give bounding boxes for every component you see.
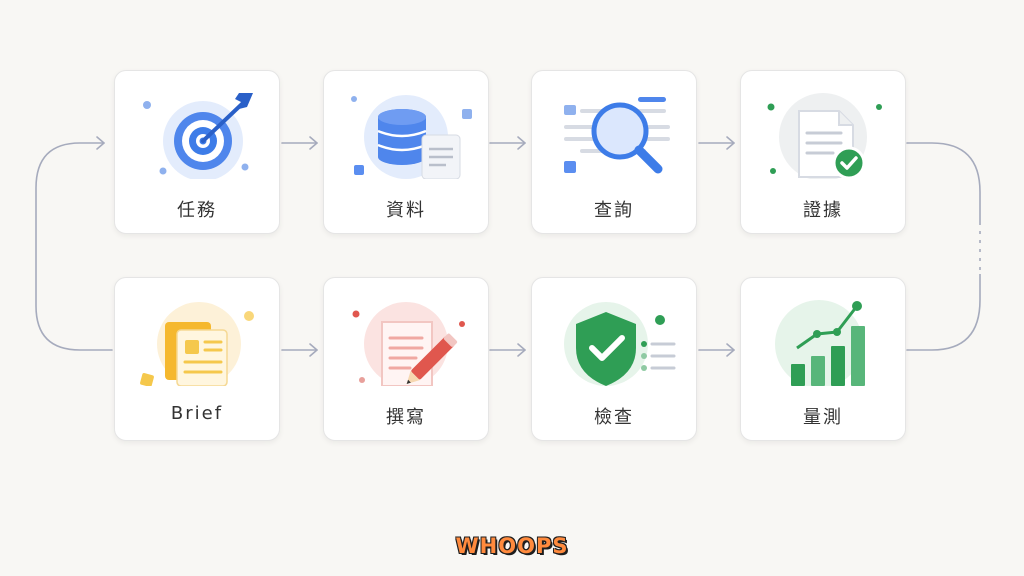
step-card-data[interactable]: 資料	[323, 70, 489, 234]
step-card-check[interactable]: 檢查	[531, 277, 697, 441]
document-pencil-icon	[352, 302, 465, 386]
database-icon	[351, 95, 472, 179]
step-label: 檢查	[594, 407, 634, 428]
step-label: 證據	[803, 200, 843, 221]
loop-right	[906, 142, 981, 351]
step-card-mission[interactable]: 任務	[114, 70, 280, 234]
loop-left	[35, 136, 113, 351]
arrow-1-2	[281, 136, 318, 150]
step-label: Brief	[170, 403, 224, 424]
step-card-writing[interactable]: 撰寫	[323, 277, 489, 441]
step-label: 資料	[386, 200, 426, 221]
growth-chart-icon	[775, 300, 865, 386]
step-label: 查詢	[594, 200, 634, 221]
step-label: 撰寫	[386, 407, 426, 428]
arrow-5-6	[281, 343, 318, 357]
step-card-brief[interactable]: Brief	[114, 277, 280, 441]
arrow-6-7	[489, 343, 526, 357]
step-label: 量測	[803, 407, 843, 428]
brief-document-icon	[140, 302, 254, 386]
arrow-3-4	[698, 136, 735, 150]
shield-check-icon	[564, 302, 676, 386]
target-icon	[143, 93, 253, 179]
step-label: 任務	[177, 200, 217, 221]
step-card-evidence[interactable]: 證據	[740, 70, 906, 234]
step-card-query[interactable]: 查詢	[531, 70, 697, 234]
verified-document-icon	[767, 93, 882, 179]
magnifier-icon	[564, 97, 670, 174]
brand-logo: WHOOPS	[455, 534, 569, 558]
arrow-7-8	[698, 343, 735, 357]
step-card-measure[interactable]: 量測	[740, 277, 906, 441]
arrow-2-3	[489, 136, 526, 150]
